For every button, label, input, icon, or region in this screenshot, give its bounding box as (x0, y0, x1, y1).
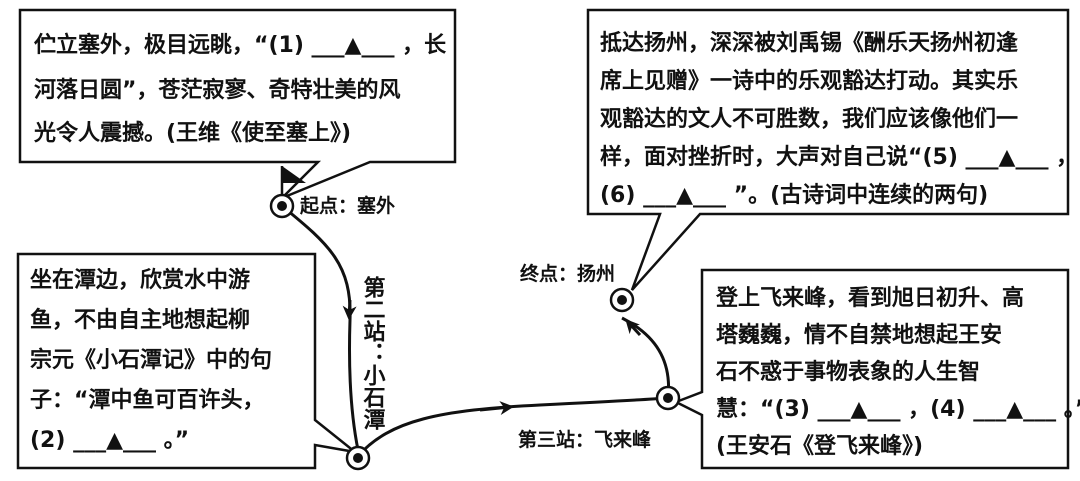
box1-line-1: 伫立塞外，极目远眺，“(1) ___▲___ ，长 (33, 32, 447, 58)
box2-line-3: 宗元《小石潭记》中的句 (30, 347, 272, 373)
box3-line-3: 观豁达的文人不可胜数，我们应该像他们一 (600, 106, 1018, 132)
box4-line-4: 慧：“(3) ___▲___ ，(4) ___▲___ 。” (716, 397, 1080, 422)
station-marker-saiwai-icon (269, 193, 295, 219)
start-flag-icon (280, 166, 306, 198)
station-label-second: 第二站：小石潭 (360, 275, 387, 430)
station-marker-feilaifeng-icon (655, 385, 681, 411)
route-feilaifeng-to-yangzhou (621, 316, 671, 399)
box2-line-4: 子：“潭中鱼可百许头， (30, 387, 264, 413)
callout-box-yangzhou: 抵达扬州，深深被刘禹锡《酬乐天扬州初逢 席上见赠》一诗中的乐观豁达打动。其实乐 … (586, 8, 1078, 291)
box1-line-3: 光令人震撼。(王维《使至塞上》) (33, 120, 351, 146)
box3-line-2: 席上见赠》一诗中的乐观豁达打动。其实乐 (600, 68, 1018, 94)
callout-box-feilaifeng: 登上飞来峰，看到旭日初升、高 塔巍巍，情不自禁地想起王安 石不惑于事物表象的人生… (672, 268, 1080, 470)
station-label-end: 终点：扬州 (520, 262, 615, 285)
callout-box-saiwai: 伫立塞外，极目远眺，“(1) ___▲___ ，长 河落日圆”，苍茫寂寥、奇特壮… (18, 8, 457, 200)
box2-line-5: (2) ___▲___ 。” (30, 428, 189, 453)
station-label-start: 起点：塞外 (299, 194, 395, 217)
box2-line-2: 鱼，不由自主地想起柳 (30, 307, 250, 333)
box4-line-5: (王安石《登飞来峰》) (716, 433, 923, 459)
box1-line-2: 河落日圆”，苍茫寂寥、奇特壮美的风 (34, 77, 400, 103)
box4-line-3: 石不惑于事物表象的人生智 (715, 359, 980, 385)
route-xiaoshitan-to-feilaifeng (356, 396, 669, 457)
box3-line-4: 样，面对挫折时，大声对自己说“(5) ___▲___ ， (600, 144, 1078, 170)
route-arrow-1 (342, 299, 357, 320)
route-arrow-2 (479, 401, 514, 415)
box4-line-2: 塔巍巍，情不自禁地想起王安 (716, 322, 1002, 348)
box3-line-1: 抵达扬州，深深被刘禹锡《酬乐天扬州初逢 (600, 30, 1018, 56)
callout-box-xiaoshitan: 坐在潭边，欣赏水中游 鱼，不由自主地想起柳 宗元《小石潭记》中的句 子：“潭中鱼… (16, 252, 356, 470)
route-arrow-3 (625, 319, 642, 337)
station-marker-yangzhou-icon (609, 287, 635, 313)
station-label-third: 第三站：飞来峰 (518, 428, 652, 451)
box2-line-1: 坐在潭边，欣赏水中游 (30, 267, 250, 293)
box3-line-5: (6) ___▲___ ”。(古诗词中连续的两句) (600, 182, 988, 208)
station-marker-xiaoshitan-icon (345, 445, 371, 471)
box4-line-1: 登上飞来峰，看到旭日初升、高 (715, 285, 1024, 311)
